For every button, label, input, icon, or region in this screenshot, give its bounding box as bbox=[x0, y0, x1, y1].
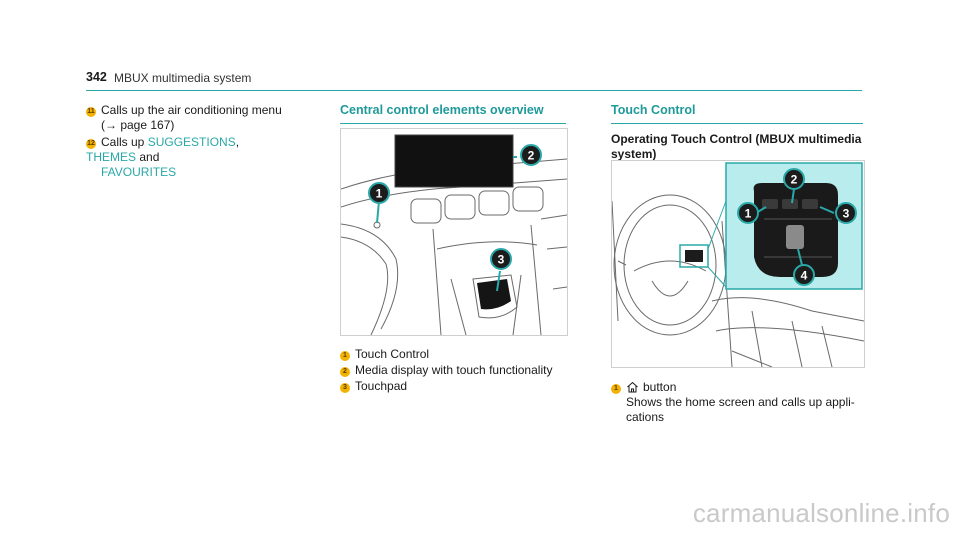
page-number: 342 bbox=[86, 70, 107, 84]
media-display bbox=[394, 134, 514, 188]
home-button-desc-2: cations bbox=[626, 410, 665, 424]
section-heading-central-controls: Central control elements overview bbox=[340, 103, 566, 124]
svg-text:4: 4 bbox=[801, 269, 808, 283]
home-button-label: button bbox=[643, 380, 677, 394]
item-12-prefix: Calls up bbox=[101, 135, 148, 149]
list-item-12: 12 Calls up SUGGESTIONS, THEMES and FAVOU… bbox=[86, 135, 286, 180]
svg-text:1: 1 bbox=[376, 187, 383, 201]
legend-item-home: 1 button Shows the home screen and calls … bbox=[611, 380, 863, 425]
svg-text:3: 3 bbox=[498, 253, 505, 267]
dashboard-illustration: 1 2 3 bbox=[341, 134, 567, 335]
page-reference[interactable]: (→ page 167) bbox=[101, 118, 175, 132]
item-12-sep: , bbox=[235, 135, 240, 149]
suggestions-link[interactable]: SUGGESTIONS bbox=[147, 135, 236, 149]
page-title: MBUX multimedia system bbox=[114, 71, 252, 85]
badge-12: 12 bbox=[86, 139, 96, 149]
callout-1: 1 bbox=[368, 182, 390, 204]
legend-text-1: Touch Control bbox=[355, 347, 430, 361]
item-11-text: Calls up the air conditioning menu bbox=[101, 103, 282, 117]
steering-wheel-illustration: 1 2 3 4 bbox=[612, 162, 864, 367]
svg-text:2: 2 bbox=[791, 173, 798, 187]
central-controls-legend: 1 Touch Control 2 Media display with touch… bbox=[340, 346, 570, 394]
list-item-11: 11 Calls up the air conditioning menu (→ … bbox=[86, 103, 286, 133]
callout-3: 3 bbox=[835, 202, 857, 224]
subheading-line-1: Operating Touch Control (MBUX multimedia bbox=[611, 132, 862, 146]
legend-item-1: 1 Touch Control bbox=[340, 346, 570, 362]
watermark: carmanualsonline.info bbox=[692, 498, 950, 528]
figure-central-controls: 1 2 3 bbox=[340, 128, 568, 336]
section-heading-touch-control: Touch Control bbox=[611, 103, 863, 124]
home-button-desc-1: Shows the home screen and calls up appli… bbox=[626, 395, 855, 409]
subheading-line-2: system) bbox=[611, 147, 657, 161]
favourites-link[interactable]: FAVOURITES bbox=[101, 165, 177, 179]
svg-text:2: 2 bbox=[528, 149, 535, 163]
badge-1: 1 bbox=[611, 384, 621, 394]
svg-text:1: 1 bbox=[745, 207, 752, 221]
page-header: 342 MBUX multimedia system bbox=[86, 68, 862, 91]
right-column: Touch Control Operating Touch Control (M… bbox=[611, 103, 863, 162]
subheading-operating: Operating Touch Control (MBUX multimedia… bbox=[611, 132, 863, 162]
legend-text-3: Touchpad bbox=[355, 379, 408, 393]
svg-text:3: 3 bbox=[843, 207, 850, 221]
badge-3: 3 bbox=[340, 383, 350, 393]
left-column: 11 Calls up the air conditioning menu (→ … bbox=[86, 103, 286, 180]
badge-11: 11 bbox=[86, 107, 96, 117]
themes-link[interactable]: THEMES bbox=[86, 150, 137, 164]
callout-4: 4 bbox=[793, 264, 815, 286]
callout-3: 3 bbox=[490, 248, 512, 270]
middle-column: Central control elements overview bbox=[340, 103, 566, 124]
touch-control-legend: 1 button Shows the home screen and calls … bbox=[611, 380, 863, 425]
legend-item-2: 2 Media display with touch functionality bbox=[340, 362, 570, 378]
home-icon bbox=[626, 381, 639, 393]
touchpad bbox=[477, 279, 511, 310]
callout-1: 1 bbox=[737, 202, 759, 224]
badge-1: 1 bbox=[340, 351, 350, 361]
callout-2: 2 bbox=[520, 144, 542, 166]
legend-text-2: Media display with touch functionality bbox=[355, 363, 553, 377]
badge-2: 2 bbox=[340, 367, 350, 377]
item-12-and: and bbox=[136, 150, 160, 164]
figure-touch-control: 1 2 3 4 bbox=[611, 160, 865, 368]
callout-2: 2 bbox=[783, 168, 805, 190]
touch-pad-surface bbox=[786, 225, 804, 249]
legend-item-3: 3 Touchpad bbox=[340, 378, 570, 394]
